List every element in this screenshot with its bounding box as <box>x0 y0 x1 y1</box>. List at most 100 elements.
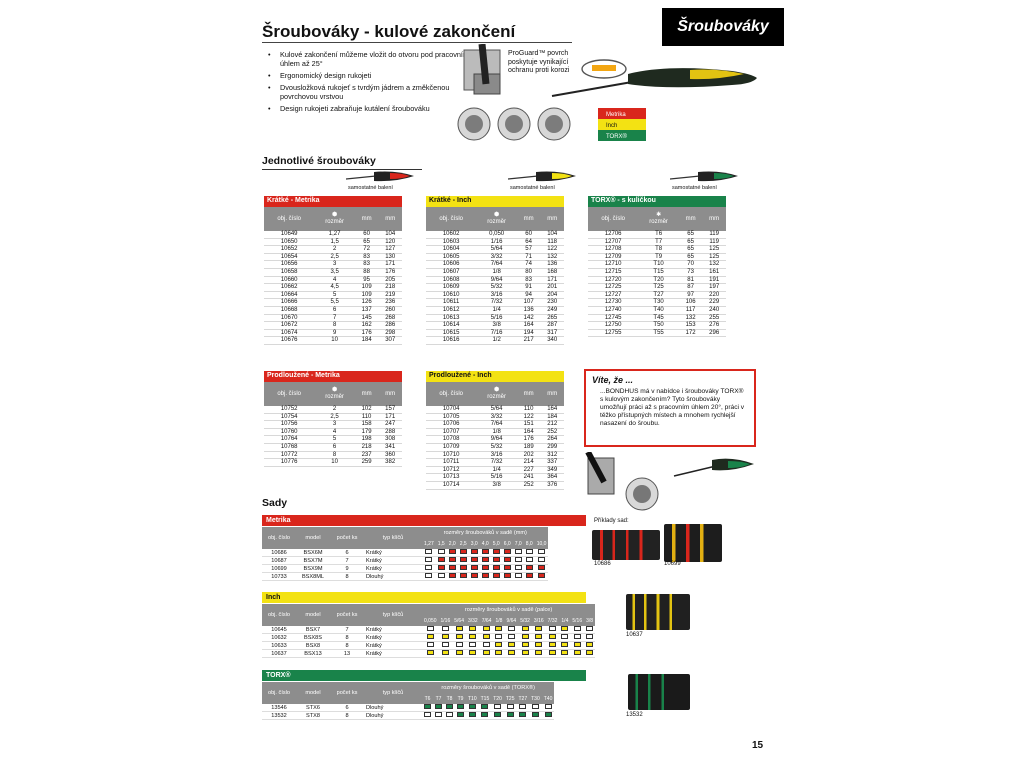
table-cell: 130 <box>378 253 402 262</box>
table-cell: 10649 <box>264 231 315 239</box>
empty-square-icon <box>469 642 477 647</box>
table-cell: 312 <box>540 451 564 460</box>
size-mark <box>446 556 458 565</box>
table-cell: 119 <box>702 238 726 247</box>
table-cell: 10613 <box>426 314 477 323</box>
table-cell: 60 <box>354 231 379 239</box>
table-cell: 259 <box>354 458 379 467</box>
size-mark <box>478 704 492 712</box>
included-square-icon <box>437 557 445 562</box>
size-header: T15 <box>478 693 492 704</box>
table-cell: 10605 <box>426 253 477 262</box>
col-size: ✱rozměr <box>638 207 679 231</box>
table-cell: 252 <box>540 428 564 437</box>
size-mark <box>501 549 513 557</box>
table-cell: 10603 <box>426 238 477 247</box>
table-cell: 88 <box>354 268 379 277</box>
size-mark <box>504 633 519 642</box>
size-header: T10 <box>466 693 479 704</box>
set-code: 13546 <box>262 704 296 712</box>
size-mark <box>518 649 532 658</box>
table-cell: T6 <box>638 231 679 239</box>
fact-text: ...BONDHUS má v nabídce i šroubováky TOR… <box>600 388 745 427</box>
size-mark <box>491 711 504 720</box>
included-square-icon <box>441 650 449 655</box>
table-cell: 4 <box>314 428 355 437</box>
table-cell: 10660 <box>264 276 315 285</box>
table-cell: 217 <box>516 336 541 345</box>
included-square-icon <box>494 712 502 717</box>
empty-square-icon <box>437 573 445 578</box>
table-cell: 10602 <box>426 231 477 239</box>
table-cell: 12708 <box>588 245 639 254</box>
included-square-icon <box>506 712 514 717</box>
included-square-icon <box>507 650 515 655</box>
table-cell: 340 <box>540 336 564 345</box>
included-square-icon <box>492 549 500 554</box>
table-cell: 10776 <box>264 458 315 467</box>
col-model: model <box>296 527 330 549</box>
size-mark <box>422 641 439 650</box>
photo-caption: 13532 <box>626 712 643 718</box>
included-square-icon <box>549 650 557 655</box>
table-cell: 3/16 <box>476 451 517 460</box>
included-square-icon <box>519 712 527 717</box>
col-model: model <box>296 604 330 626</box>
table-cell: 7/16 <box>476 329 517 338</box>
size-mark <box>584 649 596 658</box>
table-cell: 10752 <box>264 406 315 414</box>
table-cell: 5/32 <box>476 443 517 452</box>
hex-icon: ⬢ <box>331 387 338 394</box>
size-mark <box>512 549 524 557</box>
table-cell: 145 <box>354 314 379 323</box>
size-mark <box>559 641 571 650</box>
table-title: Krátké - Metrika <box>264 196 402 207</box>
size-mark <box>446 572 458 581</box>
size-header: 3/16 <box>531 615 546 626</box>
table-cell: 142 <box>516 314 541 323</box>
included-square-icon <box>468 704 476 709</box>
set-photo-10699 <box>664 524 722 562</box>
size-mark <box>452 626 466 634</box>
table-cell: T8 <box>638 245 679 254</box>
table-cell: 158 <box>354 420 379 429</box>
included-square-icon <box>525 573 533 578</box>
table-cell: 10713 <box>426 473 477 482</box>
table-cell: 72 <box>354 245 379 254</box>
table-cell: 9/64 <box>476 435 517 444</box>
set-count: 7 <box>330 556 364 565</box>
table-cell: 349 <box>540 466 564 475</box>
size-header: 8,0 <box>523 538 535 549</box>
size-mark <box>422 649 439 658</box>
size-header: 5/16 <box>570 615 585 626</box>
size-mark <box>435 549 447 557</box>
set-band-torx: TORX® <box>262 670 586 681</box>
table-cell: 118 <box>540 238 564 247</box>
table-cell: 12709 <box>588 253 639 262</box>
table-cell: 5/16 <box>476 314 517 323</box>
table-cell: 10652 <box>264 245 315 254</box>
table-cell: 212 <box>540 420 564 429</box>
included-square-icon <box>503 565 511 570</box>
table-cell: 161 <box>702 268 726 277</box>
included-square-icon <box>424 704 431 709</box>
col-count: počet ks <box>330 527 364 549</box>
table-cell: 214 <box>516 458 541 467</box>
table-cell: 376 <box>540 481 564 490</box>
empty-square-icon <box>538 557 546 562</box>
